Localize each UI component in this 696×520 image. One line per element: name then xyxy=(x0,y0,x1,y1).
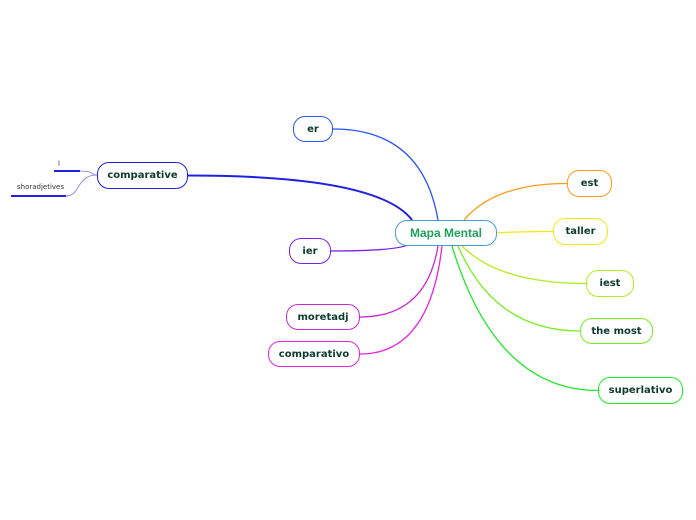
topic-label: superlativo xyxy=(608,385,673,396)
topic-label: est xyxy=(580,178,599,189)
subtopic-label[interactable]: shoradjetives xyxy=(17,183,65,191)
topic-comparativo[interactable]: comparativo xyxy=(268,341,360,367)
connector-est xyxy=(463,182,568,221)
connector-moretadj xyxy=(359,245,439,318)
topic-superlativo[interactable]: superlativo xyxy=(598,377,683,404)
topic-label: taller xyxy=(565,226,596,237)
connector-comparative xyxy=(187,174,413,221)
topic-er[interactable]: er xyxy=(293,116,333,142)
connector-er xyxy=(332,128,439,221)
central-topic[interactable]: Mapa Mental xyxy=(395,220,497,246)
topic-label: er xyxy=(307,123,319,135)
subtopic-connector xyxy=(79,170,98,176)
topic-moretadj[interactable]: moretadj xyxy=(286,304,360,330)
topic-iest[interactable]: iest xyxy=(586,270,634,297)
topic-ier[interactable]: ier xyxy=(289,238,331,264)
topic-label: comparative xyxy=(107,170,178,181)
topic-label: comparativo xyxy=(278,348,350,360)
central-topic-label: Mapa Mental xyxy=(409,226,482,240)
connector-the-most xyxy=(457,245,581,332)
topic-label: moretadj xyxy=(297,311,349,323)
connector-taller xyxy=(496,230,554,234)
topic-label: the most xyxy=(591,325,642,337)
topic-comparative[interactable]: comparative xyxy=(97,162,188,189)
topic-est[interactable]: est xyxy=(567,170,612,197)
connector-comparativo xyxy=(359,245,443,355)
topic-the-most[interactable]: the most xyxy=(580,318,653,344)
connector-iest xyxy=(461,245,587,285)
topic-taller[interactable]: taller xyxy=(553,218,608,245)
subtopic-connector xyxy=(65,174,98,197)
subtopic-label[interactable]: l xyxy=(58,160,60,168)
connector-ier xyxy=(330,243,411,252)
topic-label: ier xyxy=(302,245,318,257)
topic-label: iest xyxy=(599,278,621,289)
connector-superlativo xyxy=(451,245,599,392)
